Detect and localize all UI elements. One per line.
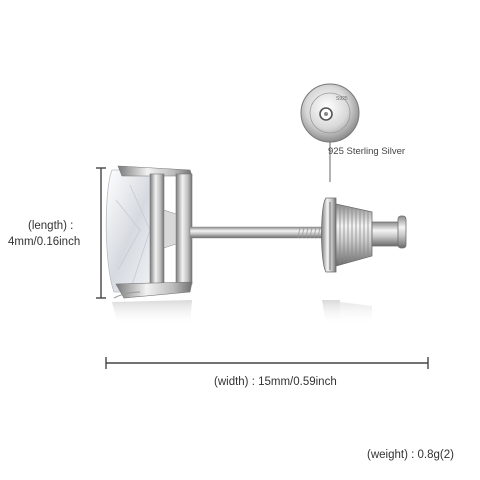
weight-label: (weight) : 0.8g(2) <box>367 449 454 461</box>
prong-setting <box>113 165 193 299</box>
reflection <box>112 300 372 326</box>
svg-text:S925: S925 <box>336 96 348 102</box>
back-view-inset: S925 <box>300 83 360 182</box>
length-label: (length) : <box>28 220 74 232</box>
width-label: (width) : 15mm/0.59inch <box>214 376 337 388</box>
length-value: 4mm/0.16inch <box>8 236 81 248</box>
width-dimension-line <box>105 357 429 369</box>
earring-post <box>189 226 331 239</box>
length-dimension-line <box>96 167 106 299</box>
metal-label: 925 Sterling Silver <box>328 146 406 157</box>
screw-back <box>321 197 407 273</box>
